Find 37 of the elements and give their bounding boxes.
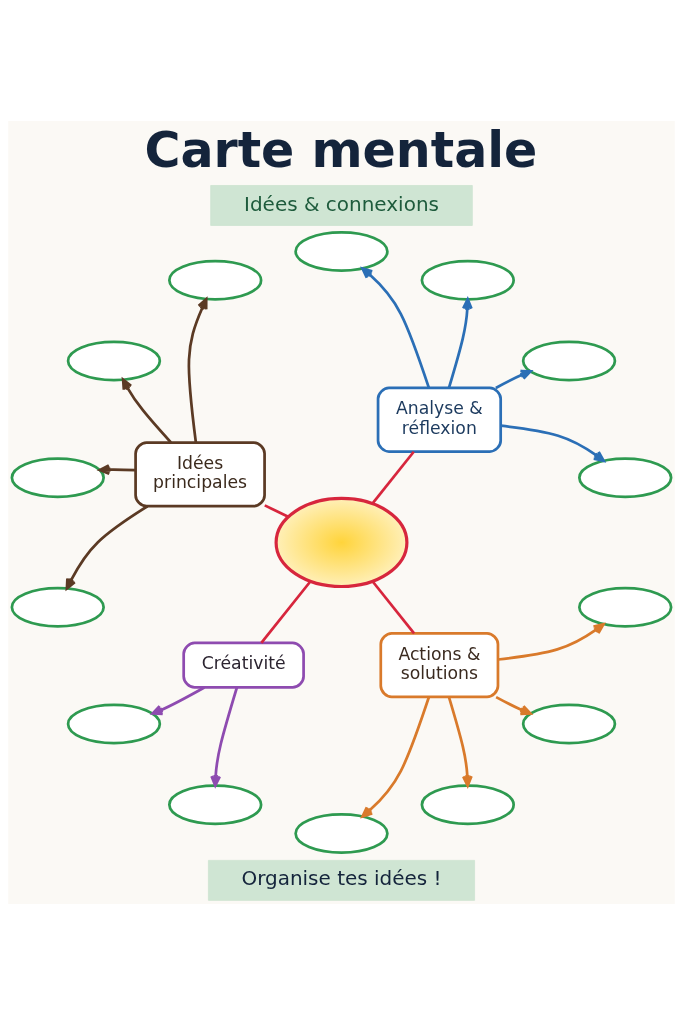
connector <box>371 450 415 504</box>
connector <box>371 580 416 634</box>
connector <box>260 580 312 644</box>
arrow <box>500 423 605 462</box>
node-ellipse <box>168 259 263 301</box>
diagram-title: Carte mentale <box>144 120 538 179</box>
node-ellipse <box>168 783 263 825</box>
arrow <box>121 377 172 443</box>
node-ellipse <box>578 456 673 498</box>
node-box: Idées & connexions <box>210 184 473 226</box>
arrow <box>447 696 473 787</box>
arrow <box>447 297 473 388</box>
node-ellipse <box>66 340 162 381</box>
node-box: Actions & solutions <box>379 631 500 698</box>
arrow <box>187 297 208 443</box>
node-ellipse <box>578 586 673 628</box>
arrow <box>497 622 605 661</box>
node-box: Créativité <box>182 641 305 689</box>
node-ellipse <box>294 230 389 272</box>
arrow <box>98 463 136 475</box>
arrow <box>65 504 149 590</box>
node-box: Idées principales <box>134 440 266 508</box>
arrow <box>361 696 431 818</box>
arrow <box>495 369 532 389</box>
connector <box>264 503 289 518</box>
node-ellipse <box>10 586 105 628</box>
node-box: Analyse & réflexion <box>376 386 503 453</box>
arrow <box>361 266 431 388</box>
node-ellipse <box>274 496 409 588</box>
arrow <box>210 686 239 787</box>
node-ellipse <box>294 812 389 854</box>
arrow <box>151 685 205 715</box>
node-ellipse <box>420 783 515 825</box>
node-ellipse <box>10 456 105 498</box>
node-ellipse <box>420 259 515 301</box>
arrow <box>495 695 532 715</box>
node-box: Organise tes idées ! <box>207 859 476 901</box>
